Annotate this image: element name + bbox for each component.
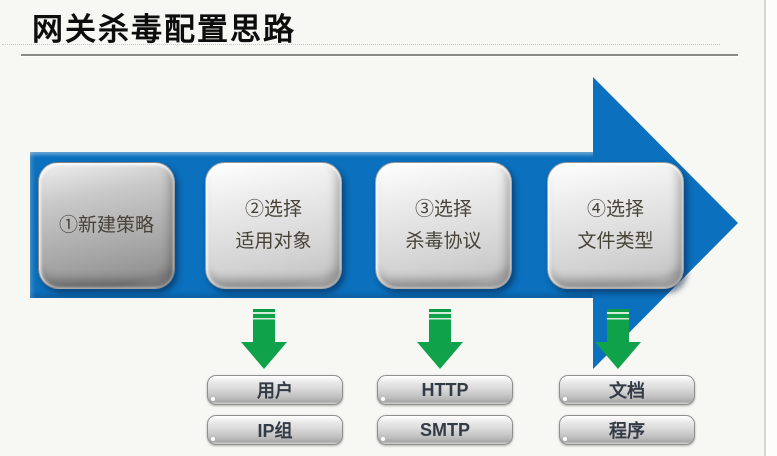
step-label-line2: 杀毒协议 (405, 230, 482, 252)
title-underline-dotted (2, 44, 720, 45)
option-pill-program: 程序 (559, 415, 695, 445)
page-title: 网关杀毒配置思路 (32, 12, 296, 47)
slide-border-right (764, 0, 766, 456)
option-pill-document: 文档 (559, 375, 695, 405)
option-pill-http: HTTP (377, 375, 513, 405)
step-box-select-filetypes: ④选择 文件类型 (547, 162, 684, 289)
step-box-new-policy: ①新建策略 (38, 162, 175, 289)
option-pill-ip-group: IP组 (207, 415, 343, 445)
title-underline-solid (21, 54, 738, 56)
option-pill-smtp: SMTP (377, 415, 513, 445)
step-label: ①新建策略 (58, 214, 154, 236)
step-label: ③选择 (414, 198, 472, 220)
slide-margin-right (766, 0, 777, 456)
down-arrow-icon (241, 309, 287, 369)
step-label: ②选择 (244, 198, 302, 220)
step-box-select-protocols: ③选择 杀毒协议 (375, 162, 512, 289)
step-box-select-objects: ②选择 适用对象 (205, 162, 342, 289)
down-arrow-icon (417, 309, 463, 369)
step-label-line2: 适用对象 (235, 230, 312, 252)
option-pill-user: 用户 (207, 375, 343, 405)
step-label-line2: 文件类型 (577, 230, 654, 252)
step-label: ④选择 (586, 198, 644, 220)
